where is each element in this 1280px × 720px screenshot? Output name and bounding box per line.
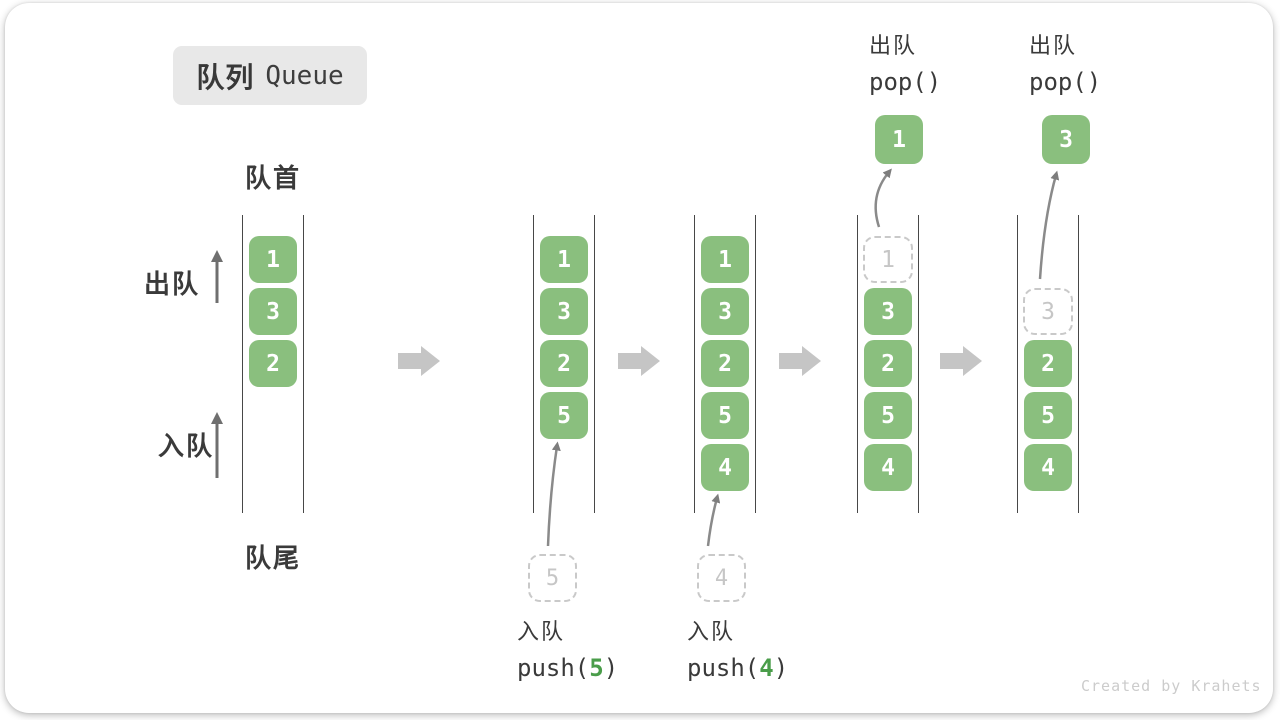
pop2-operation: 出队 pop(): [1029, 33, 1101, 95]
removed-ghost-item: 3: [1023, 288, 1073, 335]
queue-item: 3: [249, 288, 297, 335]
queue-channel-4: 1 3 2 5 4: [857, 215, 919, 513]
queue-item: 2: [540, 340, 588, 387]
queue-item: 5: [1024, 392, 1072, 439]
push4-operation: 入队 push(4): [687, 619, 788, 681]
push4-op-code: push(4): [687, 654, 789, 682]
queue-item: 5: [540, 392, 588, 439]
queue-item: 2: [249, 340, 297, 387]
queue-item: 3: [540, 288, 588, 335]
enqueue-side-label: 入队: [158, 431, 215, 461]
queue-item: 4: [1024, 444, 1072, 491]
popped-item-3: 3: [1042, 115, 1090, 164]
popped-item-1: 1: [875, 115, 923, 164]
pop1-operation: 出队 pop(): [869, 33, 941, 95]
pop1-op-label: 出队: [869, 33, 918, 58]
queue-item: 3: [864, 288, 912, 335]
queue-item: 1: [701, 236, 749, 283]
pop2-op-code: pop(): [1029, 68, 1102, 96]
queue-channel-5: 3 2 5 4: [1017, 215, 1079, 513]
pop2-op-label: 出队: [1029, 33, 1078, 58]
queue-item: 4: [864, 444, 912, 491]
title-badge: 队列 Queue: [173, 46, 367, 105]
removed-ghost-item: 1: [863, 236, 913, 283]
queue-item: 3: [701, 288, 749, 335]
queue-rear-label: 队尾: [244, 543, 301, 573]
queue-channel-2: 1 3 2 5: [533, 215, 595, 513]
push5-op-code: push(5): [517, 654, 619, 682]
push5-op-label: 入队: [517, 619, 566, 644]
push4-op-label: 入队: [687, 619, 736, 644]
diagram-card: 队列 Queue 队首 队尾 出队 入队 1 3 2 1 3 2 5 5 入队 …: [5, 3, 1273, 713]
title-en: Queue: [265, 60, 344, 91]
queue-channel-1: 1 3 2: [242, 215, 304, 513]
incoming-item-5: 5: [528, 554, 577, 602]
queue-item: 4: [701, 444, 749, 491]
dequeue-side-label: 出队: [144, 269, 201, 299]
queue-item: 1: [540, 236, 588, 283]
pop1-op-code: pop(): [869, 68, 942, 96]
title-zh: 队列: [196, 61, 255, 93]
incoming-item-4: 4: [697, 554, 746, 602]
queue-item: 5: [701, 392, 749, 439]
queue-item: 2: [864, 340, 912, 387]
queue-item: 2: [701, 340, 749, 387]
push5-operation: 入队 push(5): [517, 619, 618, 681]
queue-item: 2: [1024, 340, 1072, 387]
queue-item: 1: [249, 236, 297, 283]
queue-front-label: 队首: [244, 163, 301, 193]
queue-channel-3: 1 3 2 5 4: [694, 215, 756, 513]
queue-item: 5: [864, 392, 912, 439]
watermark: Created by Krahets: [1081, 677, 1262, 695]
